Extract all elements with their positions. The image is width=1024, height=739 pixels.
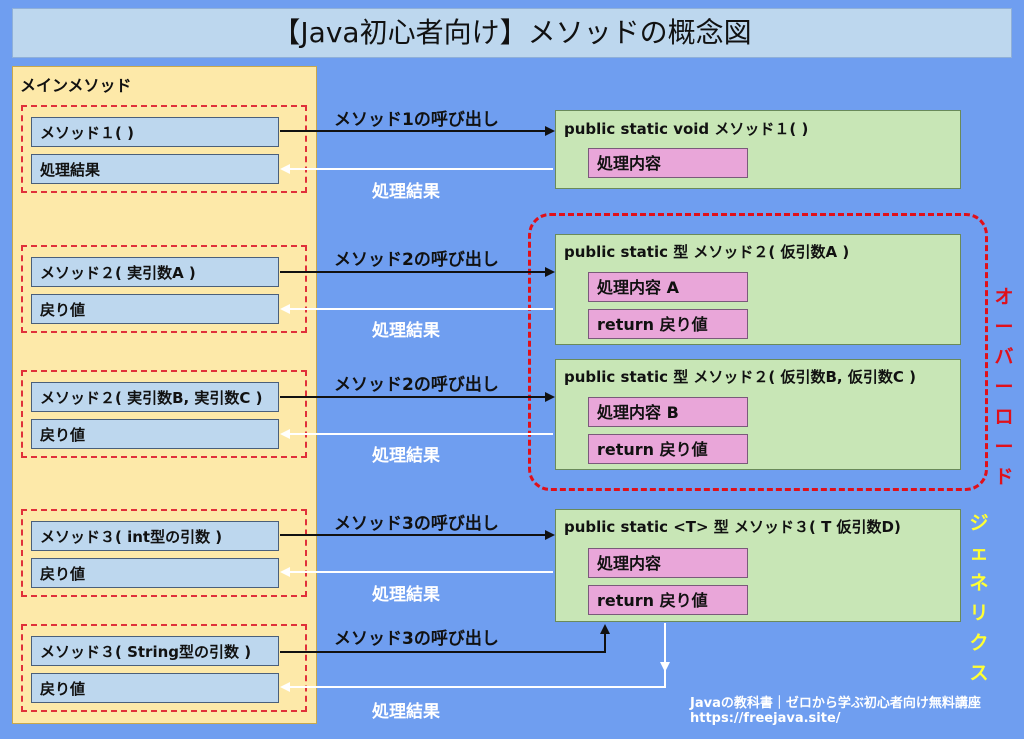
result-box-5: 戻り値 bbox=[31, 673, 279, 703]
result-label-4: 処理結果 bbox=[372, 585, 440, 605]
call-box-2: メソッド２( 実引数A ) bbox=[31, 257, 279, 287]
method-signature-4: public static <T> 型 メソッド３( T 仮引数D) bbox=[564, 518, 901, 536]
call-box-1: メソッド１( ) bbox=[31, 117, 279, 147]
overload-label: オーバーロード bbox=[994, 286, 1014, 488]
method-signature-2: public static 型 メソッド２( 仮引数A ) bbox=[564, 243, 850, 261]
call-label-4: メソッド3の呼び出し bbox=[334, 514, 499, 534]
call-group-5 bbox=[21, 624, 307, 712]
call-label-2: メソッド2の呼び出し bbox=[334, 250, 499, 270]
result-label-5: 処理結果 bbox=[372, 702, 440, 722]
main-method-label: メインメソッド bbox=[20, 76, 132, 95]
page-title: 【Java初心者向け】メソッドの概念図 bbox=[12, 8, 1012, 58]
method-2-item-2: return 戻り値 bbox=[588, 309, 748, 339]
method-3-item-1: 処理内容 B bbox=[588, 397, 748, 427]
generics-label: ジェネリクス bbox=[969, 512, 989, 684]
call-group-2 bbox=[21, 245, 307, 333]
method-4-item-2: return 戻り値 bbox=[588, 585, 748, 615]
method-signature-1: public static void メソッド１( ) bbox=[564, 120, 809, 138]
overload-group bbox=[528, 213, 988, 491]
call-group-3 bbox=[21, 370, 307, 458]
result-box-4: 戻り値 bbox=[31, 558, 279, 588]
call-group-4 bbox=[21, 509, 307, 597]
result-box-1: 処理結果 bbox=[31, 154, 279, 184]
result-box-2: 戻り値 bbox=[31, 294, 279, 324]
call-box-5: メソッド３( String型の引数 ) bbox=[31, 636, 279, 666]
call-group-1 bbox=[21, 105, 307, 193]
return-arrow-5 bbox=[280, 623, 666, 692]
method-4-item-1: 処理内容 bbox=[588, 548, 748, 578]
footer-url[interactable]: https://freejava.site/ bbox=[690, 711, 841, 726]
method-signature-3: public static 型 メソッド２( 仮引数B, 仮引数C ) bbox=[564, 368, 916, 386]
call-label-1: メソッド1の呼び出し bbox=[334, 110, 499, 130]
method-3-item-2: return 戻り値 bbox=[588, 434, 748, 464]
call-label-5: メソッド3の呼び出し bbox=[334, 629, 499, 649]
result-label-3: 処理結果 bbox=[372, 446, 440, 466]
footer-site-name: Javaの教科書｜ゼロから学ぶ初心者向け無料講座 bbox=[690, 696, 981, 711]
call-arrow-5 bbox=[280, 624, 610, 653]
result-box-3: 戻り値 bbox=[31, 419, 279, 449]
call-label-3: メソッド2の呼び出し bbox=[334, 375, 499, 395]
result-label-1: 処理結果 bbox=[372, 182, 440, 202]
call-box-3: メソッド２( 実引数B, 実引数C ) bbox=[31, 382, 279, 412]
result-label-2: 処理結果 bbox=[372, 321, 440, 341]
method-1-item-1: 処理内容 bbox=[588, 148, 748, 178]
call-box-4: メソッド３( int型の引数 ) bbox=[31, 521, 279, 551]
method-2-item-1: 処理内容 A bbox=[588, 272, 748, 302]
